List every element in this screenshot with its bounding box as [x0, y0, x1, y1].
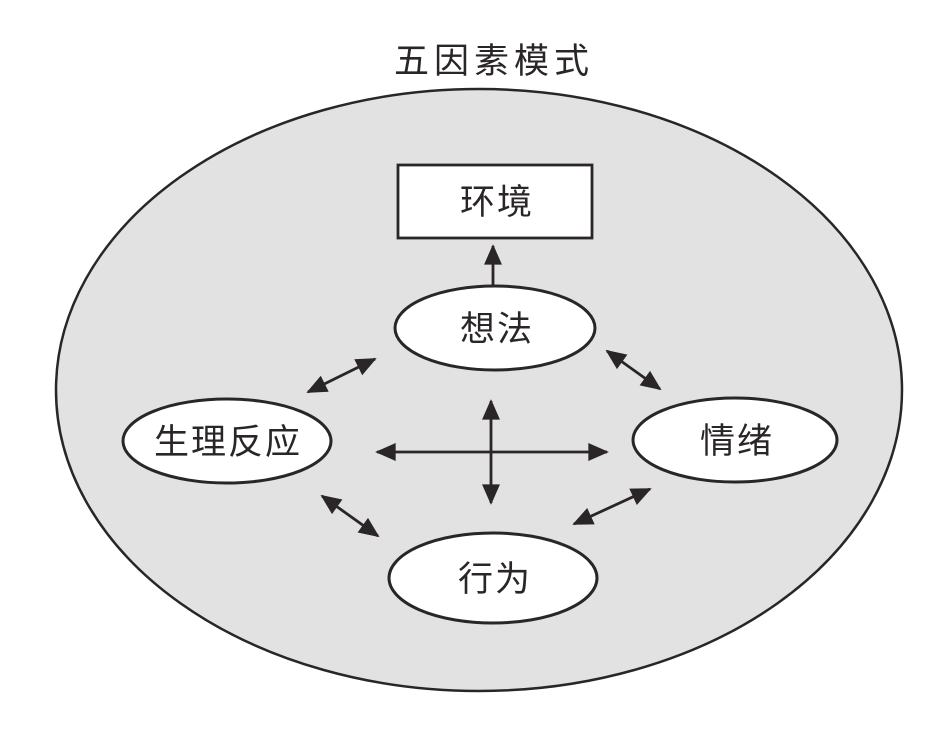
- behavior-ellipse: [387, 531, 599, 625]
- node-behavior: 行为: [387, 531, 599, 625]
- arrow-thoughts-emotions: [605, 349, 662, 391]
- environment-label: 环境: [460, 183, 534, 223]
- node-emotions: 情绪: [631, 396, 839, 484]
- environment-box: [396, 163, 594, 240]
- emotions-label: 情绪: [700, 422, 774, 462]
- node-thoughts: 想法: [393, 284, 597, 372]
- arrow-physiological-behavior: [320, 494, 380, 538]
- diagram-title: 五因素模式: [394, 42, 594, 82]
- behavior-label: 行为: [458, 560, 532, 600]
- outer-model-ellipse: [54, 87, 904, 693]
- thoughts-ellipse: [393, 284, 597, 372]
- node-environment: 环境: [396, 163, 594, 240]
- node-physiological-reactions: 生理反应: [121, 397, 333, 485]
- arrow-emotions-behavior: [572, 487, 652, 526]
- arrow-thoughts-physiological: [306, 357, 377, 394]
- physiological-reactions-label: 生理反应: [154, 423, 302, 463]
- physiological-reactions-ellipse: [121, 397, 333, 485]
- emotions-ellipse: [631, 396, 839, 484]
- thoughts-label: 想法: [460, 310, 534, 350]
